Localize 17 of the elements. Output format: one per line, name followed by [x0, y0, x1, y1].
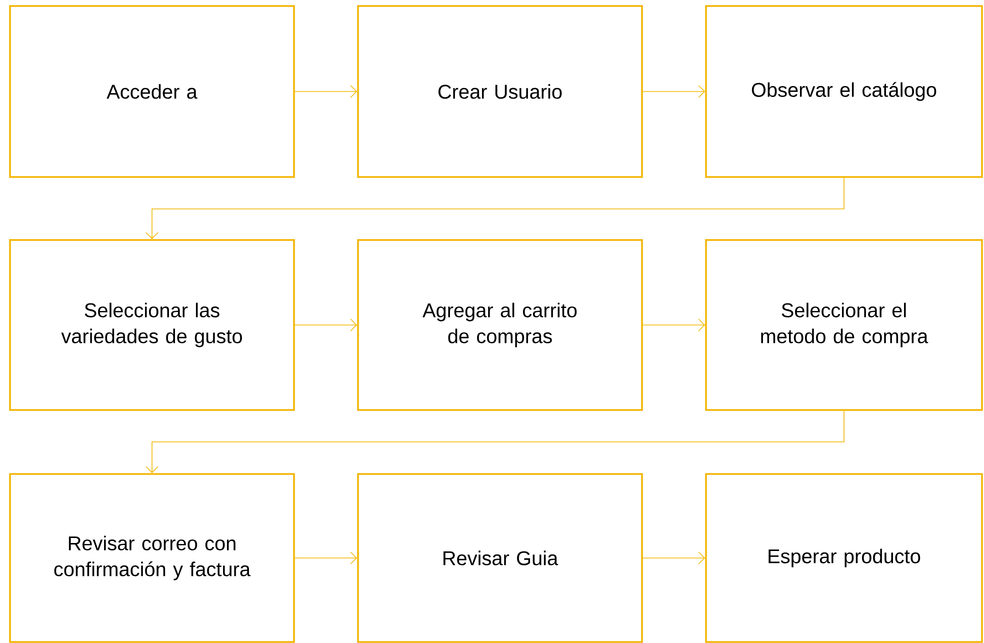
arrow: [642, 552, 706, 564]
process-box: Revisar Guia: [357, 473, 643, 643]
arrow: [642, 318, 706, 332]
process-box: Esperar producto: [705, 473, 983, 643]
arrow: [146, 410, 844, 474]
arrow: [294, 85, 358, 98]
arrow: [146, 178, 844, 240]
process-box: Revisar correo con confirmación y factura: [9, 473, 295, 643]
process-box: Crear Usuario: [357, 5, 643, 178]
process-box: Agregar al carrito de compras: [357, 239, 643, 411]
arrow: [642, 85, 706, 98]
process-box: Acceder a: [9, 5, 295, 178]
process-box: Seleccionar las variedades de gusto: [9, 239, 295, 411]
arrow: [294, 552, 358, 564]
arrow: [294, 318, 358, 332]
process-box: Observar el catálogo: [705, 5, 983, 178]
process-box: Seleccionar el metodo de compra: [705, 239, 983, 411]
